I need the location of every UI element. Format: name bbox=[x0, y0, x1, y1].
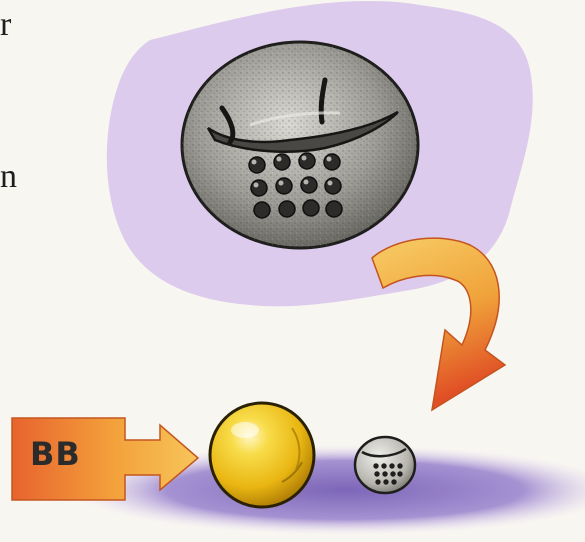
bb-label: BB bbox=[30, 435, 81, 473]
curved-arrow-icon bbox=[372, 238, 505, 410]
page-edge-text: n bbox=[0, 160, 17, 194]
ancient-coin-icon bbox=[182, 42, 418, 248]
page-edge-text: r bbox=[0, 8, 11, 42]
bb-ball-icon bbox=[210, 403, 314, 507]
small-coin-icon bbox=[355, 437, 415, 493]
